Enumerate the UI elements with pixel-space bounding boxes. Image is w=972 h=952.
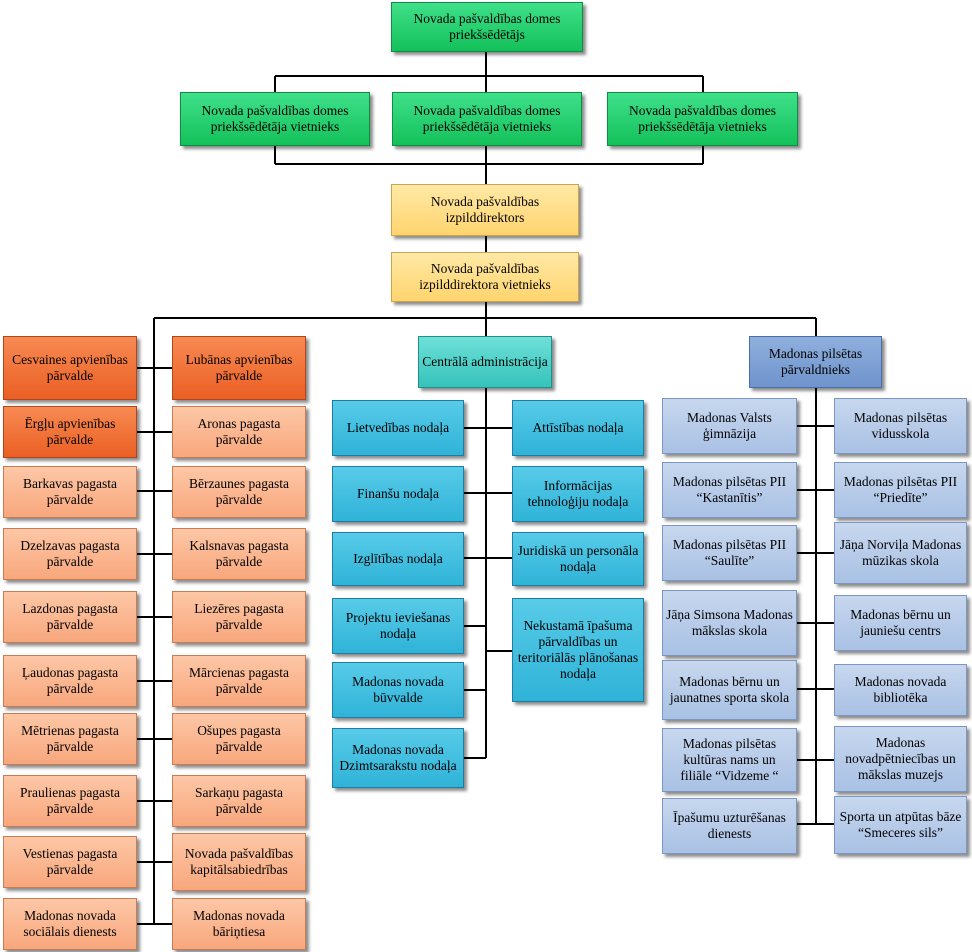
executive-deputy-box: Novada pašvaldības izpilddirektora vietn…	[391, 252, 579, 302]
union-box-ergli: Ērgļu apvienības pārvalde	[3, 406, 137, 458]
department-box-legal: Juridiskā un personāla nodaļa	[512, 532, 644, 586]
capital-companies-box: Novada pašvaldības kapitālsabiedrības	[172, 833, 306, 891]
department-box-real-estate: Nekustamā īpašuma pārvaldības un teritor…	[512, 598, 644, 702]
parish-box-metriena: Mētrienas pagasta pārvalde	[3, 713, 137, 765]
institution-box-music-school: Jāņa Norviļa Madonas mūzikas skola	[834, 522, 967, 584]
union-box-lubana: Lubānas apvienības pārvalde	[172, 336, 306, 400]
institution-box-art-school: Jāņa Simsona Madonas mākslas skola	[662, 590, 797, 656]
executive-director-box: Novada pašvaldības izpilddirektors	[391, 184, 579, 236]
deputy-box-3: Novada pašvaldības domes priekšsēdētāja …	[607, 92, 798, 146]
institution-box-sports-school: Madonas bērnu un jaunatnes sporta skola	[662, 660, 797, 720]
institution-box-sports-base: Sporta un atpūtas bāze “Smeceres sils”	[834, 796, 967, 854]
institution-box-priedite: Madonas pilsētas PII “Priedīte”	[834, 462, 967, 518]
deputy-box-2: Novada pašvaldības domes priekšsēdētāja …	[392, 92, 582, 146]
department-box-education: Izglītības nodaļa	[332, 532, 464, 586]
parish-box-osupe: Ošupes pagasta pārvalde	[172, 713, 306, 765]
parish-box-vestiena: Vestienas pagasta pārvalde	[3, 836, 137, 888]
parish-box-kalsnava: Kalsnavas pagasta pārvalde	[172, 528, 306, 580]
institution-box-gymnasium: Madonas Valsts ģimnāzija	[662, 398, 797, 454]
institution-box-museum: Madonas novadpētniecības un mākslas muze…	[834, 726, 967, 792]
parish-box-barkava: Barkavas pagasta pārvalde	[3, 466, 137, 518]
orphan-court-box: Madonas novada bāriņtiesa	[172, 898, 306, 950]
institution-box-saulite: Madonas pilsētas PII “Saulīte”	[662, 525, 797, 581]
institution-box-property-service: Īpašumu uzturēšanas dienests	[662, 798, 797, 854]
department-box-finance: Finanšu nodaļa	[332, 466, 464, 522]
parish-box-sarkani: Sarkaņu pagasta pārvalde	[172, 775, 306, 827]
department-box-it: Informācijas tehnoloģiju nodaļa	[512, 466, 644, 522]
parish-box-liezere: Liezēres pagasta pārvalde	[172, 591, 306, 643]
institution-box-secondary-school: Madonas pilsētas vidusskola	[834, 398, 967, 454]
parish-box-laudona: Ļaudonas pagasta pārvalde	[3, 655, 137, 707]
institution-box-kastanitis: Madonas pilsētas PII “Kastanītis”	[662, 462, 797, 518]
department-box-building-board: Madonas novada būvvalde	[332, 662, 464, 718]
department-box-development: Attīstības nodaļa	[512, 400, 644, 456]
parish-box-prauliena: Praulienas pagasta pārvalde	[3, 775, 137, 827]
parish-box-dzelzava: Dzelzavas pagasta pārvalde	[3, 528, 137, 580]
department-box-civil-registry: Madonas novada Dzimtsarakstu nodaļa	[332, 728, 464, 788]
department-box-projects: Projektu ieviešanas nodaļa	[332, 598, 464, 654]
institution-box-youth-centre: Madonas bērnu un jauniešu centrs	[834, 595, 967, 651]
institution-box-culture-house: Madonas pilsētas kultūras nams un filiāl…	[662, 728, 797, 792]
parish-box-lazdona: Lazdonas pagasta pārvalde	[3, 591, 137, 643]
department-box-records: Lietvedības nodaļa	[332, 400, 464, 456]
parish-box-arona: Aronas pagasta pārvalde	[172, 406, 306, 458]
union-box-cesvaine: Cesvaines apvienības pārvalde	[3, 336, 137, 400]
chairman-box: Novada pašvaldības domes priekšsēdētājs	[391, 2, 583, 52]
social-service-box: Madonas novada sociālais dienests	[3, 898, 137, 950]
parish-box-marciena: Mārcienas pagasta pārvalde	[172, 655, 306, 707]
institution-box-library: Madonas novada bibliotēka	[834, 664, 967, 716]
central-administration-box: Centrālā administrācija	[418, 336, 552, 388]
parish-box-berzaune: Bērzaunes pagasta pārvalde	[172, 466, 306, 518]
city-manager-box: Madonas pilsētas pārvaldnieks	[749, 336, 882, 388]
deputy-box-1: Novada pašvaldības domes priekšsēdētāja …	[180, 92, 370, 146]
